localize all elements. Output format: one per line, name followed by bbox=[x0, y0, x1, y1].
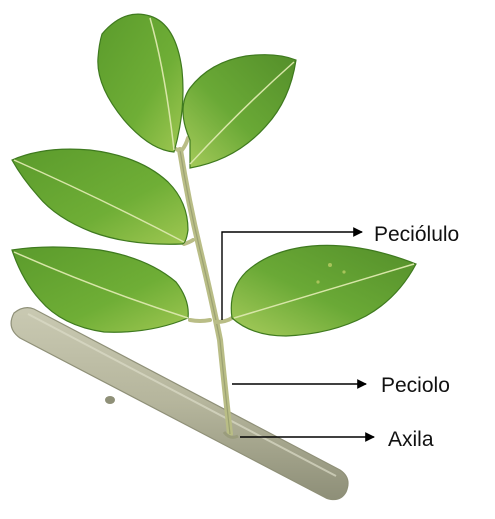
leaf-middle-left bbox=[12, 149, 188, 244]
leaf-top-right bbox=[183, 55, 296, 168]
leaf-lower-right bbox=[231, 245, 416, 336]
leaf-top-left bbox=[98, 14, 183, 152]
branch bbox=[11, 308, 348, 500]
label-petiolule: Peciólulo bbox=[374, 224, 459, 245]
label-petiole: Peciolo bbox=[381, 375, 450, 396]
label-axil: Axila bbox=[388, 429, 434, 450]
